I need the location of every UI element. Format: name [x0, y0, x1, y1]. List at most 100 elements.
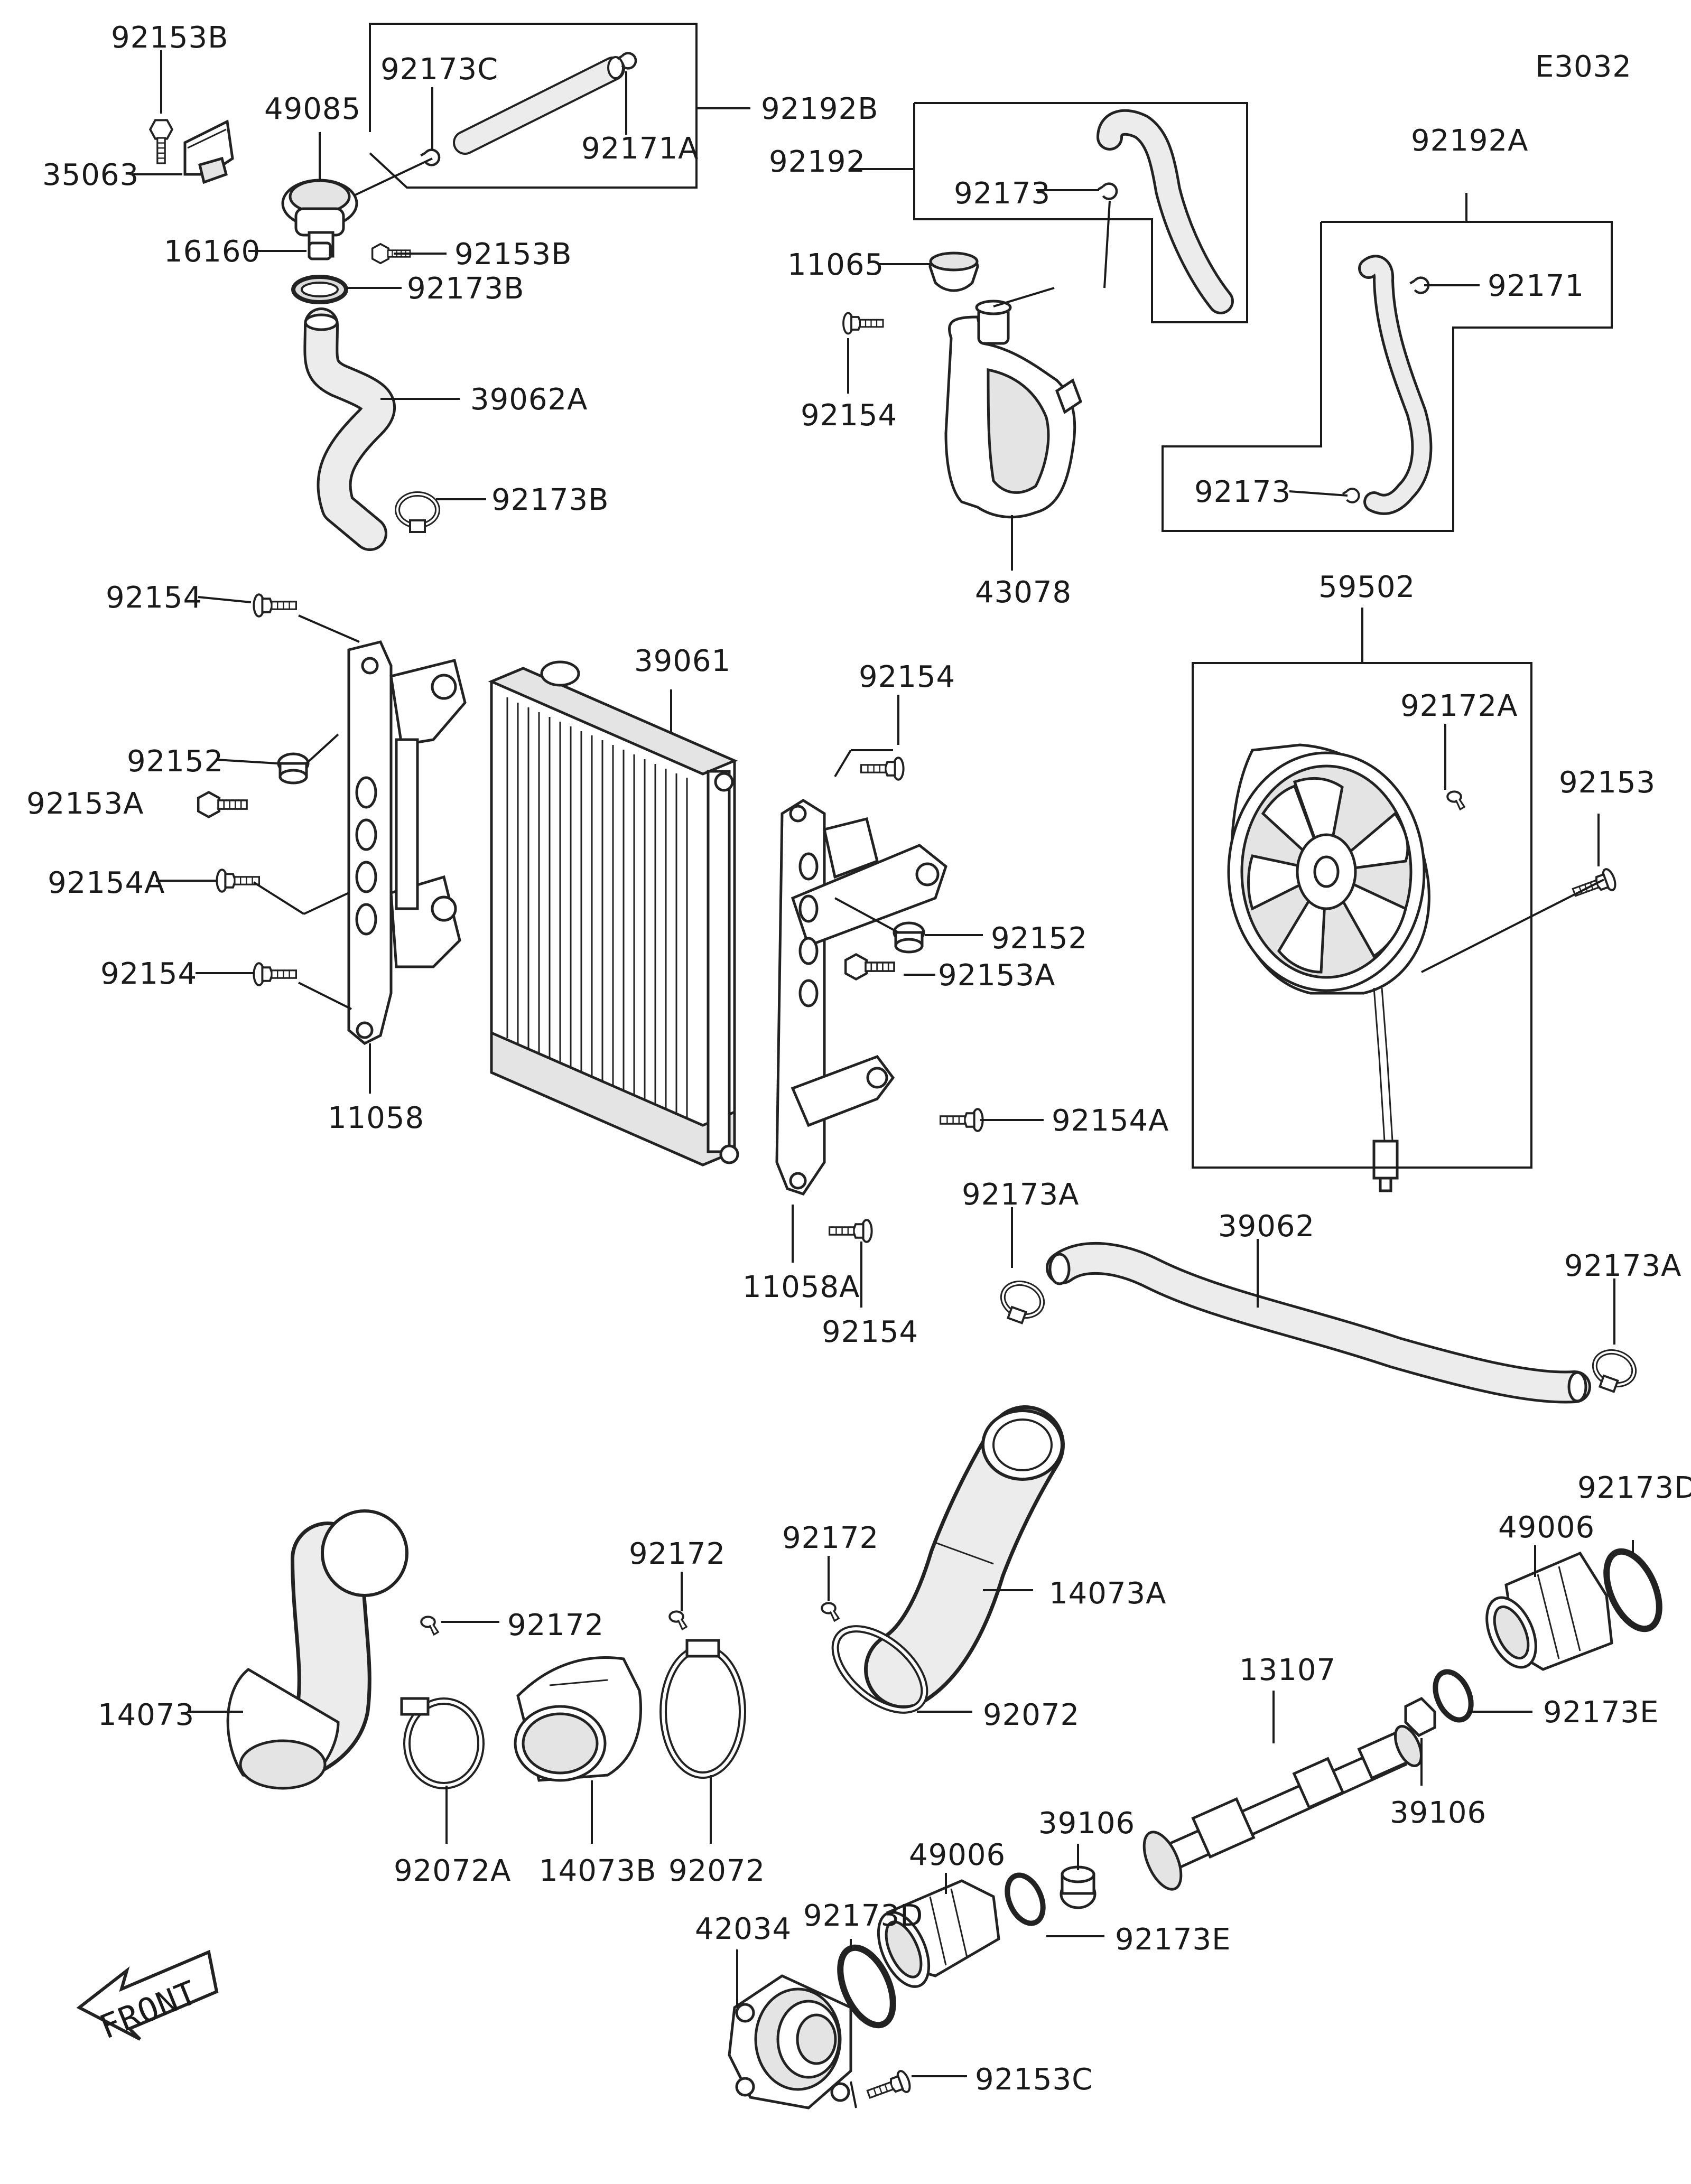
- reservoir-cap-11065: [928, 251, 979, 292]
- clamp-icon: [1588, 1347, 1639, 1396]
- callout-92154: 92154: [106, 581, 202, 615]
- callout-92172A: 92172A: [1400, 689, 1518, 723]
- ring-92173E-upper: [1433, 1669, 1474, 1723]
- callout-92152: 92152: [127, 744, 224, 779]
- callout-92173B: 92173B: [407, 272, 525, 306]
- callout-11058: 11058: [328, 1101, 424, 1135]
- bracket-35063: [183, 119, 234, 184]
- bolt-icon: [941, 1109, 983, 1131]
- clip-icon: [1098, 184, 1117, 199]
- bolt-icon: [217, 870, 259, 892]
- callout-92173D: 92173D: [1577, 1471, 1691, 1505]
- callout-92153A: 92153A: [938, 958, 1055, 993]
- callout-92173B: 92173B: [491, 483, 609, 517]
- bolt-icon: [861, 758, 904, 780]
- callout-14073B: 14073B: [539, 1854, 657, 1888]
- callout-92153: 92153: [1559, 766, 1656, 800]
- callout-39062: 39062: [1218, 1209, 1315, 1244]
- bracket-11058A: [775, 799, 947, 1196]
- callout-92154A: 92154A: [48, 866, 165, 900]
- callout-92153B: 92153B: [454, 237, 572, 272]
- callout-49006: 49006: [909, 1838, 1006, 1872]
- hose-92192A: [1358, 255, 1433, 515]
- callout-92171A: 92171A: [581, 132, 699, 166]
- bolt-icon: [198, 792, 247, 817]
- group-box-92192A: [1162, 193, 1613, 532]
- shaft-13107: [1142, 1725, 1423, 1891]
- callout-49006: 49006: [1498, 1510, 1595, 1545]
- callout-16160: 16160: [164, 235, 261, 269]
- group-box-92192: [852, 102, 1248, 323]
- callout-92154: 92154: [859, 660, 955, 694]
- callout-92154A: 92154A: [1052, 1104, 1169, 1138]
- diagram-code: E3032: [1535, 50, 1632, 84]
- callout-11058A: 11058A: [742, 1270, 860, 1304]
- callout-92173A: 92173A: [1564, 1249, 1681, 1283]
- callout-92173: 92173: [954, 176, 1051, 211]
- clamp-92173B-upper: [291, 275, 348, 304]
- valve-16160: [308, 241, 332, 260]
- clamp-92072-left: [659, 1639, 746, 1779]
- callout-92072: 92072: [668, 1854, 765, 1888]
- callout-92173D: 92173D: [803, 1899, 923, 1933]
- callout-92192: 92192: [769, 145, 866, 179]
- callout-92154: 92154: [100, 957, 197, 991]
- screw-icon: [421, 1617, 438, 1635]
- reservoir-tank-43078: [944, 300, 1083, 519]
- callout-92173: 92173: [1194, 475, 1291, 509]
- callout-92192B: 92192B: [761, 92, 879, 126]
- callout-92153C: 92153C: [975, 2062, 1093, 2097]
- callout-39061: 39061: [634, 644, 731, 678]
- front-arrow-icon: [76, 1949, 219, 2041]
- cap-39106-lower: [1060, 1865, 1097, 1909]
- callout-92172: 92172: [782, 1521, 879, 1555]
- ring-92173D-upper: [1603, 1548, 1662, 1632]
- fan-59502: [1227, 743, 1430, 1192]
- callout-14073A: 14073A: [1049, 1576, 1166, 1611]
- bolt-icon: [842, 312, 884, 335]
- housing-42034: [728, 1974, 852, 2110]
- group-box-92192B: [369, 23, 750, 189]
- bolt-icon: [254, 594, 296, 617]
- callout-92172: 92172: [629, 1537, 726, 1571]
- callout-39062A: 39062A: [470, 382, 588, 417]
- callout-35063: 35063: [42, 158, 139, 192]
- labels: E3032 92153B 35063 49085 16160 92153B 92…: [26, 21, 1691, 2097]
- washer-92152-left: [277, 752, 310, 785]
- leader-lines: [132, 50, 1634, 2108]
- bolt-icon: [846, 955, 894, 979]
- callout-92173C: 92173C: [380, 52, 498, 87]
- boot-49006-upper: [1485, 1551, 1613, 1671]
- clamp-92072A: [400, 1697, 485, 1789]
- boot-49006-lower: [877, 1879, 1000, 1988]
- callout-11065: 11065: [787, 248, 884, 282]
- hose-92192: [1097, 109, 1234, 314]
- callout-92154: 92154: [822, 1315, 918, 1349]
- duct-14073A: [864, 1405, 1065, 1709]
- callout-92173E: 92173E: [1543, 1695, 1659, 1730]
- clamp-92072-right: [831, 1625, 928, 1714]
- clamp-icon: [397, 494, 438, 532]
- callout-92153B: 92153B: [111, 21, 229, 55]
- callout-92072: 92072: [983, 1698, 1080, 1732]
- duct-14073: [226, 1509, 408, 1790]
- callout-92192A: 92192A: [1411, 124, 1528, 158]
- bracket-11058: [347, 640, 467, 1045]
- callout-59502: 59502: [1318, 570, 1415, 604]
- clamp-icon: [996, 1278, 1047, 1328]
- ring-92173E-lower: [1005, 1872, 1046, 1926]
- callout-92172: 92172: [507, 1608, 604, 1642]
- callout-13107: 13107: [1239, 1653, 1336, 1687]
- bolt-icon: [865, 2069, 912, 2104]
- callout-14073: 14073: [98, 1698, 194, 1732]
- bolt-icon: [150, 120, 172, 163]
- bolt-icon: [254, 963, 296, 985]
- screw-icon: [1447, 791, 1464, 809]
- nut-39106-upper: [1404, 1696, 1436, 1738]
- callout-92173E: 92173E: [1115, 1922, 1231, 1957]
- callout-92153A: 92153A: [26, 787, 144, 821]
- radiator-39061: [488, 660, 739, 1166]
- callout-43078: 43078: [975, 575, 1072, 610]
- hose-39062: [1046, 1242, 1591, 1404]
